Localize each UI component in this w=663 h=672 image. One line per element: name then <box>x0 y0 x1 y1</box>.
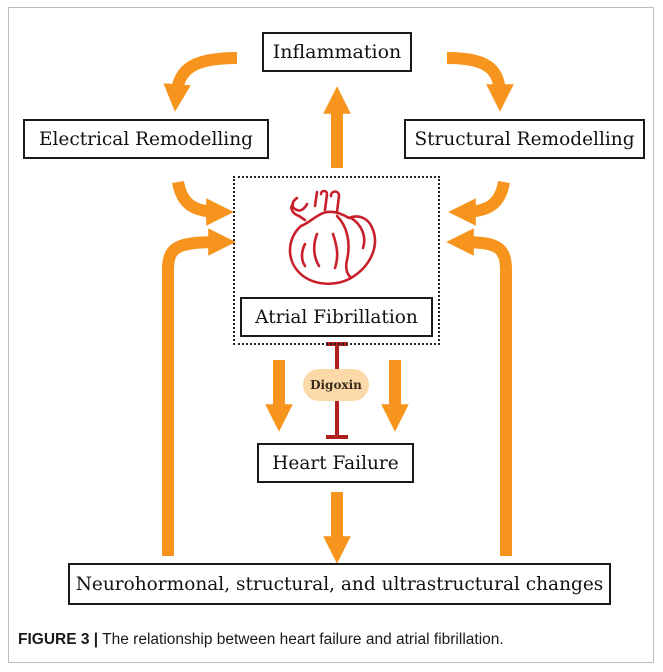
structural-remodelling-label: Structural Remodelling <box>414 129 634 150</box>
digoxin-badge: Digoxin <box>303 369 369 401</box>
arrow-electrical-to-af <box>178 182 220 212</box>
heart-failure-box: Heart Failure <box>257 443 414 483</box>
atrial-fibrillation-box: Atrial Fibrillation <box>240 297 433 337</box>
inhibit-to-hf <box>326 401 348 437</box>
neurohormonal-box: Neurohormonal, structural, and ultrastru… <box>68 563 611 605</box>
electrical-remodelling-label: Electrical Remodelling <box>39 129 253 150</box>
figure-caption: FIGURE 3 | The relationship between hear… <box>18 631 648 649</box>
caption-text: The relationship between heart failure a… <box>102 631 504 648</box>
neurohormonal-label: Neurohormonal, structural, and ultrastru… <box>76 574 604 595</box>
atrial-fibrillation-label: Atrial Fibrillation <box>255 307 418 328</box>
digoxin-label: Digoxin <box>310 378 362 392</box>
inflammation-box: Inflammation <box>262 32 412 72</box>
inflammation-label: Inflammation <box>273 41 402 63</box>
arrow-structural-to-af <box>462 182 504 212</box>
electrical-remodelling-box: Electrical Remodelling <box>23 119 269 159</box>
caption-label: FIGURE 3 | <box>18 631 98 648</box>
arrow-neurohormonal-to-af-right <box>460 242 506 556</box>
heart-failure-label: Heart Failure <box>272 453 398 474</box>
structural-remodelling-box: Structural Remodelling <box>404 119 645 159</box>
arrow-inflammation-to-electrical <box>176 58 237 98</box>
arrow-neurohormonal-to-af-left <box>168 242 222 556</box>
inhibit-to-af <box>326 344 348 369</box>
heart-icon <box>277 186 387 290</box>
arrow-inflammation-to-structural <box>447 58 500 98</box>
